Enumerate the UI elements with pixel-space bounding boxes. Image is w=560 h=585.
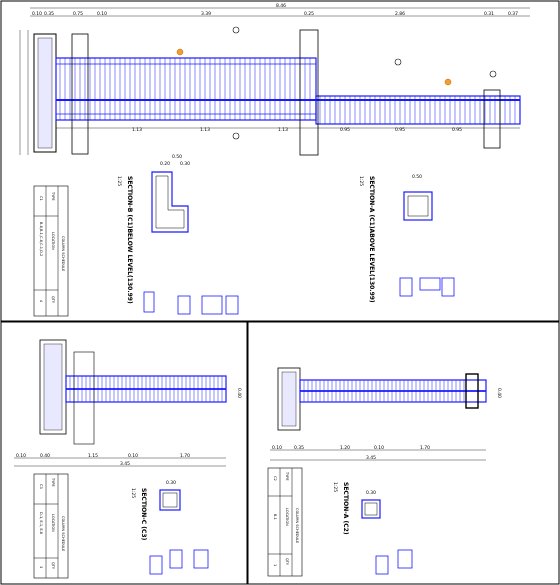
bl-schedule-title: COLUMN SCHEDULE [61, 516, 65, 551]
dim-bottom-2: 1.13 [278, 127, 288, 133]
sec-a-dim-2: 0.30 [180, 161, 190, 167]
stirrups-br [303, 380, 465, 402]
bl-schedule-qty: 3 [39, 566, 43, 568]
section-a-title: SECTION-B (C1)BELOW LEVEL(130.99) [126, 176, 133, 304]
dim-bottom-4: 0.95 [395, 127, 405, 133]
bl-dim-0: 0.10 [16, 453, 26, 459]
br-section-scale: 1:25 [332, 482, 338, 492]
br-dim-2: 1.20 [340, 445, 350, 451]
dim-bottom-1: 1.13 [200, 127, 210, 133]
dim-top-1: 0.35 [44, 11, 54, 17]
dim-top-5: 0.25 [304, 11, 314, 17]
dim-top-3: 0.10 [97, 11, 107, 17]
dim-top-4: 3.39 [201, 11, 211, 17]
br-section-dim: 0.30 [366, 490, 376, 496]
top-panel: 8.46 0.10 0.35 0.75 0.10 3.39 0.25 2.86 … [19, 3, 530, 317]
bl-schedule-h-type: TYPE [51, 477, 55, 487]
stirrups-right [319, 96, 516, 124]
br-section-title: SECTION-A (C2) [342, 482, 349, 535]
top-dims: 0.10 0.35 0.75 0.10 3.39 0.25 2.86 0.31 … [32, 11, 518, 17]
br-schedule-h-location: LOCATION [285, 508, 289, 526]
bl-side-dim: 0.40 [236, 388, 242, 398]
bottom-right-panel-frame [247, 321, 560, 585]
schedule-table-br: COLUMN SCHEDULE TYPE LOCATION QTY C2 B-1… [267, 467, 303, 577]
br-schedule-h-type: TYPE [285, 471, 289, 481]
br-schedule-qty: 1 [273, 564, 277, 566]
section-b-scale: 1:25 [358, 176, 364, 186]
section-b-title: SECTION-A (C1)ABOVE LEVEL(130.99) [368, 176, 375, 303]
schedule-type: C1 [39, 196, 43, 201]
stirrups-top [59, 58, 311, 120]
bottom-left-panel-frame [0, 321, 248, 585]
br-schedule-title: COLUMN SCHEDULE [295, 508, 299, 543]
br-dim-4: 1.70 [420, 445, 430, 451]
dim-top-2: 0.75 [73, 11, 83, 17]
bl-section-scale: 1:25 [130, 488, 136, 498]
br-dim-1: 0.35 [294, 445, 304, 451]
bl-dim-3: 0.10 [128, 453, 138, 459]
schedule-title: COLUMN SCHEDULE [61, 236, 65, 271]
bl-section-dim: 0.30 [166, 480, 176, 486]
br-schedule-location: B-1 [273, 514, 277, 520]
section-a-scale: 1:25 [116, 176, 122, 186]
bl-overall-dim: 3.45 [120, 461, 130, 467]
dim-bottom-3: 0.95 [340, 127, 350, 133]
overall-dim-top: 8.46 [276, 3, 286, 9]
br-dim-3: 0.10 [374, 445, 384, 451]
schedule-table-bl: COLUMN SCHEDULE TYPE LOCATION QTY C3 D-1… [33, 473, 69, 579]
br-dim-0: 0.10 [272, 445, 282, 451]
sec-a-dim-0: 0.50 [172, 154, 182, 160]
schedule-table-top: COLUMN SCHEDULE TYPE LOCATION QTY C1 B-8… [33, 185, 69, 317]
br-overall-dim: 3.45 [366, 455, 376, 461]
schedule-h-qty: QTY [51, 296, 55, 304]
bl-schedule-h-location: LOCATION [51, 514, 55, 532]
bl-section-title: SECTION-C (C3) [140, 488, 147, 541]
sec-a-dim-1: 0.20 [160, 161, 170, 167]
bl-schedule-location: D-1, E-1, E-8 [39, 512, 43, 534]
schedule-h-type: TYPE [51, 191, 55, 201]
bottom-right-panel: 0.40 0.10 0.35 1.20 0.10 1.70 3.45 0.30 … [267, 367, 502, 577]
br-schedule-type: C2 [273, 476, 277, 481]
bl-dim-2: 1.15 [88, 453, 98, 459]
bl-dim-1: 0.40 [40, 453, 50, 459]
br-side-dim: 0.40 [496, 388, 502, 398]
dim-top-8: 0.37 [508, 11, 518, 17]
bl-schedule-type: C3 [39, 484, 43, 489]
dim-top-0: 0.10 [32, 11, 42, 17]
sec-b-dim-0: 0.50 [412, 174, 422, 180]
dim-top-6: 2.86 [395, 11, 405, 17]
schedule-h-location: LOCATION [51, 232, 55, 250]
schedule-location: B-8,B-1,C-8,C-1,D-2 [39, 222, 43, 256]
bottom-left-panel: 0.40 0.10 0.40 1.15 0.10 1.70 3.45 0.30 … [14, 339, 242, 579]
bl-dim-4: 1.70 [180, 453, 190, 459]
dim-bottom-5: 0.95 [452, 127, 462, 133]
br-schedule-h-qty: QTY [285, 558, 289, 566]
dim-top-7: 0.31 [484, 11, 494, 17]
schedule-qty: 4 [39, 300, 43, 303]
top-panel-frame [0, 0, 560, 322]
dim-bottom-0: 1.13 [132, 127, 142, 133]
bl-schedule-h-qty: QTY [51, 562, 55, 570]
